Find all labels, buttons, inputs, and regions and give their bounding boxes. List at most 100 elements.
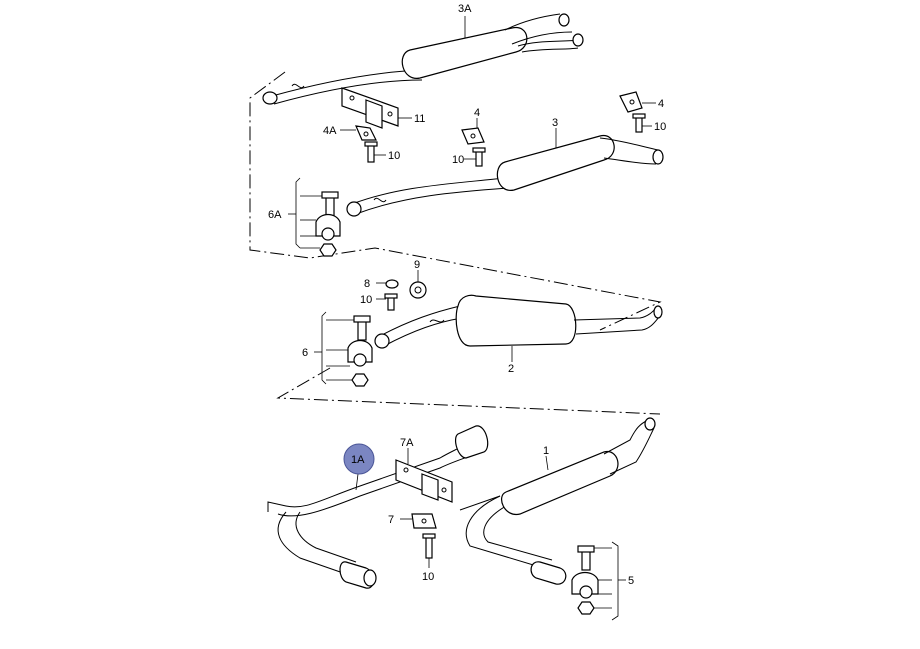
callout-6A[interactable]: 6A: [268, 209, 282, 221]
clamp-6A-body: [315, 213, 341, 237]
callout-3A[interactable]: 3A: [458, 3, 472, 15]
bracket-11-hole-a: [349, 95, 355, 101]
callout-4A[interactable]: 4A: [323, 125, 337, 137]
part-4-hanger-middle[interactable]: [461, 127, 485, 145]
mount-9-center: [414, 286, 422, 294]
callout-2[interactable]: 2: [508, 363, 514, 375]
pipe-1-outlet: [530, 561, 567, 585]
callout-11[interactable]: 11: [414, 113, 425, 125]
hanger-4-hole-middle: [470, 133, 476, 139]
pipe-2-end: [374, 333, 390, 349]
part-4A-hanger[interactable]: [355, 125, 377, 141]
pipe-1A-bend-inner: [295, 511, 357, 563]
bracket-5: [611, 541, 619, 621]
bracket-7A-hole-b: [441, 487, 447, 493]
part-10-bolt-b[interactable]: [472, 147, 486, 167]
clamp-5-bolt-shank: [581, 549, 591, 571]
tailpipe-3A-b: [517, 39, 581, 53]
clamp-6-bolt-head: [353, 315, 371, 323]
part-9-rubber-mount[interactable]: [409, 281, 427, 299]
callout-10e[interactable]: 10: [422, 571, 434, 583]
pipe-3-end: [346, 201, 362, 217]
pipe-1-bend-outer: [465, 495, 551, 571]
highlight-circle-1A: [343, 443, 375, 475]
part-7-hanger[interactable]: [411, 513, 437, 529]
callout-9[interactable]: 9: [414, 259, 420, 271]
part-6-clamp-set[interactable]: [347, 315, 373, 387]
part-7A-bracket[interactable]: [395, 459, 453, 503]
tailpipe-3-tip: [652, 149, 664, 165]
clamp-6-body: [347, 339, 373, 363]
bolt-10d-head: [384, 293, 398, 299]
callout-8[interactable]: 8: [364, 278, 370, 290]
callout-6[interactable]: 6: [302, 347, 308, 359]
bolt-10b-head: [472, 147, 486, 153]
part-10-bolt-e[interactable]: [422, 533, 436, 559]
upper-group-outline: [249, 71, 662, 331]
clamp-6-ring: [353, 353, 367, 367]
bolt-10e-head: [422, 533, 436, 539]
mount-9-disc: [409, 281, 427, 299]
muffler-3A-body: [401, 27, 528, 79]
leader-1: [545, 455, 549, 471]
pipe-1-rear-tip: [644, 417, 656, 431]
callout-5[interactable]: 5: [628, 575, 634, 587]
pipe-3A-end: [262, 91, 278, 105]
pipe-1A-flange: [454, 425, 489, 459]
tailpipe-3: [599, 137, 659, 165]
part-5-clamp-set[interactable]: [571, 545, 599, 615]
callout-4b[interactable]: 4: [658, 98, 664, 110]
callout-10c[interactable]: 10: [654, 121, 666, 133]
hanger-4-body-middle: [461, 127, 485, 145]
hanger-7-body: [411, 513, 437, 529]
hanger-2: [429, 319, 445, 323]
highlight-badge-1A[interactable]: 1A: [343, 443, 375, 475]
part-3A-rear-muffler[interactable]: [262, 13, 584, 105]
pipe-1-link: [459, 495, 501, 511]
bolt-10c-head: [632, 113, 646, 119]
pipe-1A-bend-outer: [277, 511, 347, 575]
bracket-7A-hole-a: [403, 467, 409, 473]
part-2-center-muffler[interactable]: [374, 294, 663, 349]
tailpipe-3A-tip-b: [572, 33, 584, 47]
hanger-7-hole: [421, 518, 427, 524]
callout-10b[interactable]: 10: [452, 154, 464, 166]
callout-7A[interactable]: 7A: [400, 437, 414, 449]
callout-7[interactable]: 7: [388, 514, 394, 526]
bracket-7A-tab: [421, 473, 439, 501]
callout-10d[interactable]: 10: [360, 294, 372, 306]
bracket-6A: [295, 177, 301, 249]
callout-10a[interactable]: 10: [388, 150, 400, 162]
hanger-3: [373, 197, 387, 203]
muffler-1-body: [501, 451, 619, 515]
pipe-3-upper: [351, 177, 506, 205]
part-10-bolt-a[interactable]: [364, 141, 378, 163]
middle-group-outline: [276, 367, 661, 415]
part-10-bolt-d[interactable]: [384, 293, 398, 311]
pipe-3A-lower: [273, 79, 423, 105]
hanger-4-hole-right: [629, 99, 635, 105]
part-3-rear-muffler[interactable]: [346, 135, 664, 217]
bolt-10e-shank: [425, 535, 433, 559]
clamp-6A-bolt-head: [321, 191, 339, 199]
part-6A-clamp-set[interactable]: [315, 191, 341, 257]
part-8-washer[interactable]: [385, 279, 399, 289]
part-1-front-muffler[interactable]: [459, 417, 656, 585]
bracket-11-tab: [365, 99, 383, 129]
callout-1[interactable]: 1: [543, 445, 549, 457]
hanger-3A: [291, 83, 305, 89]
clamp-6-bolt-shank: [357, 319, 367, 341]
callout-3[interactable]: 3: [552, 117, 558, 129]
bolt-10a-shank: [367, 143, 375, 163]
part-10-bolt-c[interactable]: [632, 113, 646, 133]
bracket-6: [321, 311, 327, 385]
part-1A-front-pipe[interactable]: [267, 425, 489, 589]
clamp-5-bolt-head: [577, 545, 595, 553]
part-11-bracket[interactable]: [341, 87, 399, 129]
clamp-6A-nut: [319, 243, 337, 257]
tailpipe-2: [573, 305, 661, 335]
callout-4a[interactable]: 4: [474, 107, 480, 119]
part-4-hanger-right[interactable]: [619, 91, 643, 113]
